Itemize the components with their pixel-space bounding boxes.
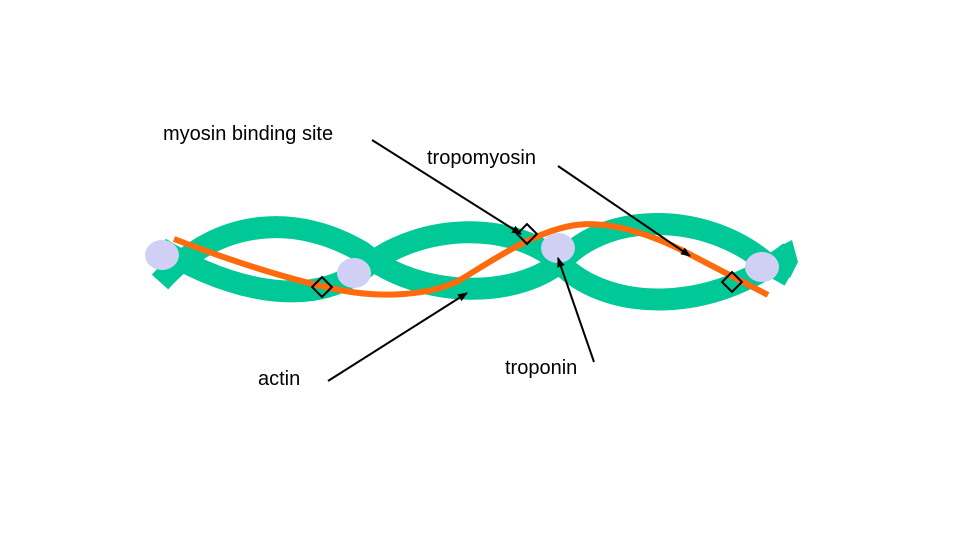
label-myosin-binding-site: myosin binding site [163,123,334,145]
label-tropomyosin: tropomyosin [427,147,536,169]
arrow-actin [327,292,468,382]
troponin-2 [337,258,371,288]
label-troponin: troponin [505,357,578,379]
pointer-arrows [327,139,691,382]
actin-strand-end [780,240,798,278]
arrow-myosin-binding-site [371,139,522,235]
troponin-3 [541,233,575,263]
binding-site-1 [310,275,334,299]
actin-strand-2 [154,221,797,311]
actin-strand-1 [151,213,796,300]
troponin-complexes [145,233,779,288]
label-actin: actin [258,368,301,390]
troponin-4 [745,252,779,282]
binding-site-3 [720,270,744,294]
actin-filament [151,213,798,311]
arrow-troponin [557,257,595,363]
tropomyosin-strand [172,221,770,298]
troponin-1 [145,240,179,270]
myosin-binding-sites [310,222,744,299]
arrow-tropomyosin [557,165,691,257]
binding-site-2 [515,222,539,246]
